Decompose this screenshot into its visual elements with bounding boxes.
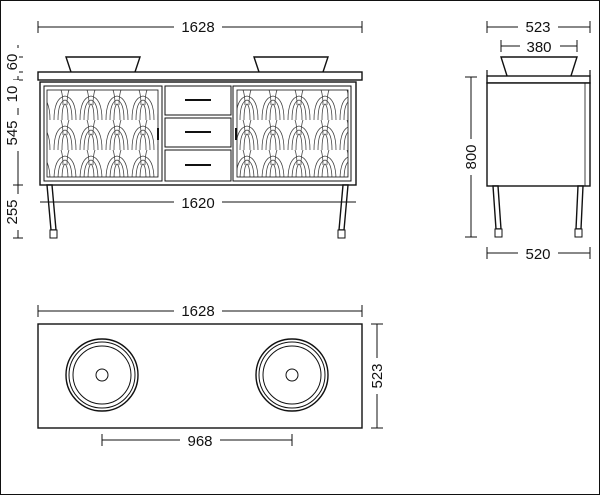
drawer-3 <box>164 149 232 182</box>
side-basin-diameter-label: 380 <box>526 39 551 56</box>
side-top-slab <box>486 75 591 84</box>
door-left-panel <box>46 89 159 178</box>
top-basin-right-bowl <box>262 345 322 405</box>
top-basin-spacing-label: 968 <box>187 433 212 450</box>
front-view: 1628 1620 <box>3 17 363 239</box>
door-right-panel <box>236 89 349 178</box>
leg-right-cap <box>337 229 346 239</box>
top-view: 1628 968 523 <box>37 301 386 450</box>
leg-left <box>46 184 57 231</box>
front-height-legs-label: 255 <box>4 199 21 224</box>
side-leg-right <box>575 185 584 230</box>
side-cabinet <box>486 82 591 187</box>
top-basin-left-rim <box>68 341 136 409</box>
door-left <box>43 85 163 182</box>
side-leg-left <box>492 185 502 230</box>
front-height-basin-label: 60 <box>4 54 21 71</box>
top-slab <box>37 71 363 81</box>
top-basin-left-bowl <box>72 345 132 405</box>
leg-left-cap <box>49 229 58 239</box>
front-height-cabinet-label: 545 <box>4 120 21 145</box>
top-basin-right-rim <box>258 341 326 409</box>
side-overall-height-label: 800 <box>463 144 480 169</box>
front-overall-width-label: 1628 <box>181 19 214 36</box>
side-view: 523 380 800 520 <box>462 17 591 263</box>
side-overall-depth-label: 523 <box>525 19 550 36</box>
front-height-slab-label: 10 <box>4 86 21 103</box>
top-basin-right-drain <box>285 368 299 382</box>
drawer-1 <box>164 85 232 116</box>
top-overall-width-label: 1628 <box>181 303 214 320</box>
top-overall-depth-label: 523 <box>369 363 386 388</box>
top-basin-left-drain <box>95 368 109 382</box>
leg-right <box>338 184 349 231</box>
door-right <box>232 85 352 182</box>
drawer-2 <box>164 117 232 148</box>
side-leg-depth-label: 520 <box>525 246 550 263</box>
front-bottom-width-label: 1620 <box>181 195 214 212</box>
